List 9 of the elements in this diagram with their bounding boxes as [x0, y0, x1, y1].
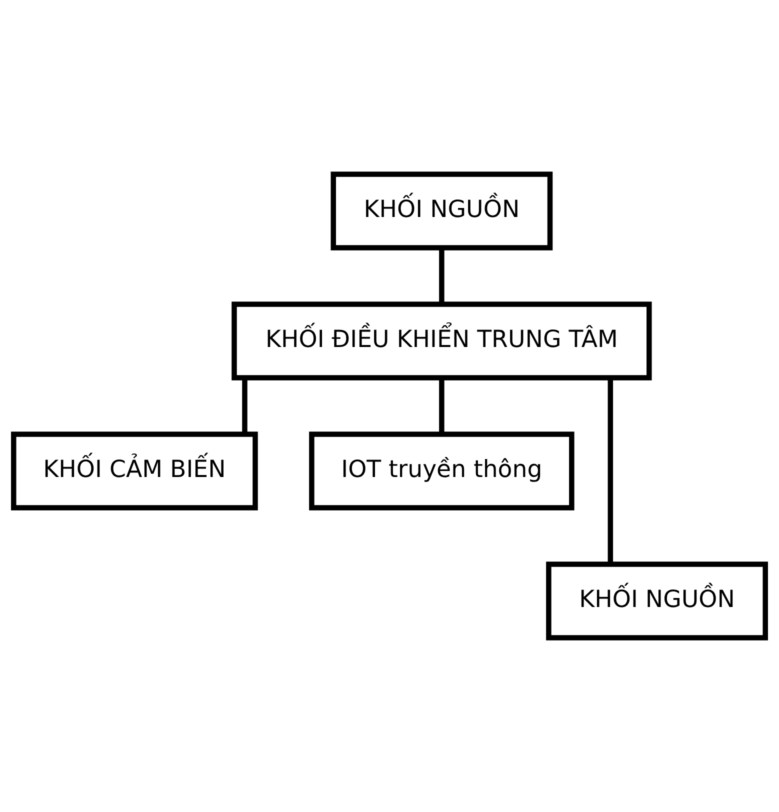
- node-box: KHỐI CẢM BIẾN: [11, 432, 258, 510]
- connector: [608, 378, 614, 564]
- connector: [439, 248, 444, 304]
- connector: [439, 378, 444, 434]
- node-box: KHỐI ĐIỀU KHIỂN TRUNG TÂM: [232, 302, 652, 380]
- connector: [242, 378, 248, 434]
- node-box: IOT truyền thông: [309, 432, 574, 510]
- node-box: KHỐI NGUỒN: [330, 172, 553, 250]
- node-box: KHỐI NGUỒN: [546, 562, 768, 640]
